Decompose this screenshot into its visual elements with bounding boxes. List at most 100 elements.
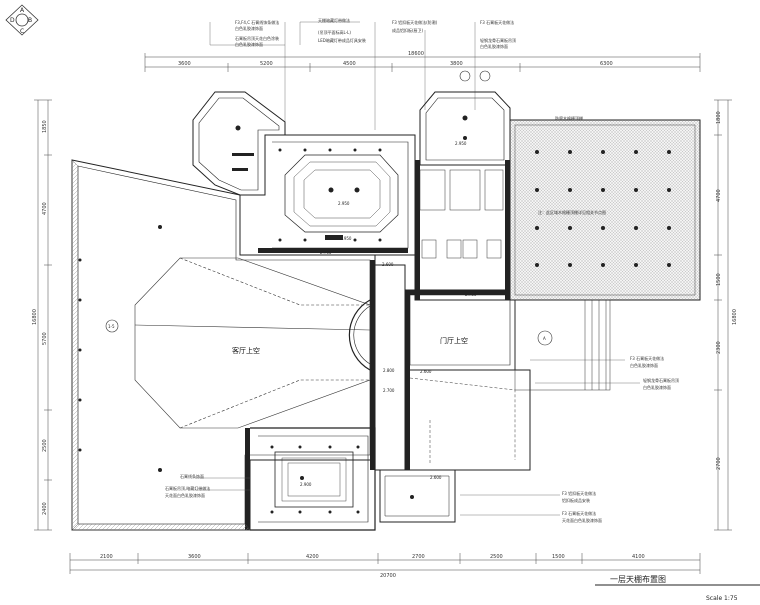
- living-room-trim: [71, 159, 251, 531]
- drawing-scale: Scale 1:75: [706, 595, 738, 602]
- right-dim-4: 2300: [716, 341, 722, 354]
- right-dim-2: 4700: [716, 189, 722, 202]
- compass-label-c: C: [20, 28, 24, 35]
- living-room-ceiling-outline: [134, 257, 371, 429]
- top-dim-5: 6300: [600, 61, 613, 67]
- left-dim-5: 2400: [42, 502, 48, 515]
- bottom-dim-2: 3600: [188, 554, 201, 560]
- bathroom-lights: [270, 445, 360, 514]
- left-dim-1: 1850: [42, 120, 48, 133]
- note-lower-right-1: F3 铝扣板天花做法: [562, 490, 596, 496]
- note-top-1a: F3,F4,C 石膏线饰条做法: [235, 19, 279, 25]
- note-lower-left-1: 石膏线条饰面: [180, 473, 204, 479]
- bottom-dim-total: 20700: [380, 573, 396, 579]
- note-lower-right-2: 铝扣板成品安装: [562, 497, 590, 503]
- level-tag-5: 2.800: [383, 368, 395, 373]
- bottom-dim-4: 2700: [412, 554, 425, 560]
- note-top-1c: 石膏板吊顶天花白色涂装: [235, 35, 279, 41]
- bottom-dim-1: 2100: [100, 554, 113, 560]
- level-tag-2: 2.950: [455, 141, 467, 146]
- note-top-4a: F3 石膏板天花做法: [480, 19, 514, 25]
- room-label-foyer: 门厅上空: [440, 336, 468, 345]
- level-tag-7: 2.750: [465, 292, 477, 297]
- grid-bubble-top-2: [479, 70, 491, 82]
- wall-hatching: [245, 160, 515, 530]
- compass-label-a: A: [20, 7, 25, 14]
- entrance-steps: [514, 299, 611, 391]
- bottom-dimension-chain: [69, 553, 701, 574]
- note-lower-left-2: 石膏板吊顶,暗藏灯带做法: [165, 485, 210, 491]
- right-dim-1: 1800: [716, 111, 722, 124]
- level-tag-11: 2.600: [430, 475, 442, 480]
- top-dim-total: 18600: [408, 51, 424, 57]
- note-lower-left-3: 天花面白色乳胶漆饰面: [165, 492, 205, 498]
- note-top-4b: 轻钢龙骨石膏板吊顶: [480, 37, 516, 43]
- note-right-1a: F3 石膏板天花做法: [630, 355, 664, 361]
- curved-wall: [348, 299, 371, 371]
- compass-label-b: B: [28, 17, 32, 24]
- curved-wall-inner: [353, 305, 371, 365]
- level-tag-6: 2.700: [383, 388, 395, 393]
- left-dimension-chain: [34, 99, 52, 531]
- bathroom-ceiling: [274, 451, 354, 508]
- plan-outline: [71, 91, 531, 531]
- upper-room-lights: [278, 148, 382, 242]
- level-tag-9: 2.600: [420, 369, 432, 374]
- side-leaders: [195, 359, 640, 516]
- note-top-2a: 天棚暗藏灯带做法: [318, 17, 350, 23]
- left-dim-3: 5700: [42, 332, 48, 345]
- note-lower-right-3: F3 石膏板天花做法: [562, 510, 596, 516]
- bottom-dim-5: 2500: [490, 554, 503, 560]
- upper-ceiling-feature: [284, 154, 399, 233]
- compass-symbol: A B C D: [5, 4, 39, 36]
- right-dimension-chain: [714, 99, 732, 531]
- note-lower-right-4: 天花面白色乳胶漆饰面: [562, 517, 602, 523]
- note-top-3b: 成品铝扣板(厨卫): [392, 27, 424, 33]
- room-label-living: 客厅上空: [232, 346, 260, 355]
- top-dimension-chain: [144, 53, 701, 72]
- left-dim-2: 4700: [42, 202, 48, 215]
- closet-light: [410, 495, 414, 499]
- note-top-2b: (吊顶平面标高L-L): [318, 29, 351, 35]
- lower-room-lines: [409, 377, 516, 465]
- note-terrace: 防腐木格栅顶棚: [555, 115, 583, 121]
- top-dim-1: 3600: [178, 61, 191, 67]
- level-tag-1: 2.950: [338, 201, 350, 206]
- left-dim-4: 2500: [42, 439, 48, 452]
- right-dim-total: 16800: [732, 309, 738, 325]
- compass-label-d: D: [10, 17, 15, 24]
- level-tag-4: 2.950: [340, 236, 352, 241]
- upper-right-bay-fixtures: [462, 115, 468, 140]
- grid-bubble-right: [537, 330, 553, 346]
- grid-bubble-left-label: 1-5: [108, 324, 115, 329]
- note-right-2a: 轻钢龙骨石膏板吊顶: [643, 377, 679, 383]
- note-top-3a: F3 铝扣板天花做法(防潮): [392, 19, 438, 25]
- terrace-area: [509, 119, 701, 301]
- level-tag-10: 2.900: [300, 482, 312, 487]
- terrace-spots: [535, 150, 671, 267]
- upper-left-bay-fixtures: [232, 125, 254, 171]
- grid-bubble-top-1: [459, 70, 471, 82]
- bottom-dim-7: 4100: [632, 554, 645, 560]
- left-dim-total: 16800: [32, 309, 38, 325]
- note-top-1b: 白色乳胶漆饰面: [235, 25, 263, 31]
- bottom-dim-3: 4200: [306, 554, 319, 560]
- right-dim-5: 2700: [716, 457, 722, 470]
- right-dim-3: 1500: [716, 273, 722, 286]
- top-dim-4: 3800: [450, 61, 463, 67]
- note-top-2c: LED暗藏灯带成品灯具安装: [318, 37, 366, 43]
- note-top-1d: 白色乳胶漆饰面: [235, 41, 263, 47]
- top-leaders: [209, 21, 476, 135]
- kitchen-fixtures: [419, 169, 504, 259]
- top-dim-3: 4500: [343, 61, 356, 67]
- living-room-lights: [78, 225, 162, 472]
- note-right-1b: 白色乳胶漆饰面: [630, 362, 658, 368]
- note-top-4c: 白色乳胶漆饰面: [480, 43, 508, 49]
- drawing-title: 一层天棚布置图: [610, 574, 666, 584]
- level-tag-3: 2.700: [320, 250, 332, 255]
- note-terrace-2: 注：此区域木格栅顶棚详见相关节点图: [538, 209, 606, 215]
- note-right-2b: 白色乳胶漆饰面: [643, 384, 671, 390]
- level-tag-8: 2.600: [382, 262, 394, 267]
- level-tags: 2.950 2.950 2.700 2.950 2.800 2.700 2.75…: [300, 141, 477, 487]
